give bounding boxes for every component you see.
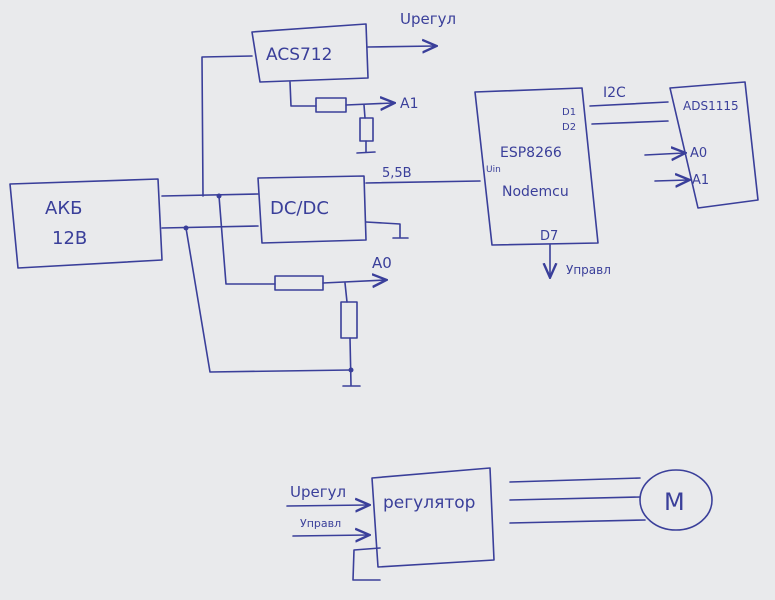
acs712-block: ACS712 Uрегул A1 [251,10,456,154]
acs712-label: ACS712 [266,45,332,65]
i2c-label: I2C [603,85,626,101]
resistor [340,301,358,339]
voltage-divider: A0 [274,254,392,387]
esp8266-label: ESP8266 [500,145,562,161]
a0-label: A0 [372,254,392,272]
battery-label: АКБ [45,198,82,219]
nodemcu-label: Nodemcu [502,184,569,200]
battery-voltage: 12В [52,228,87,249]
ads1115-label: ADS1115 [683,99,739,113]
motor: M [639,469,713,531]
pin-d7-label: D7 [540,229,558,244]
pin-d2-label: D2 [562,122,576,133]
pin-d1-label: D1 [562,107,576,118]
control-input-label: Управл [300,517,341,530]
pin-uin-label: Uin [486,165,501,175]
resistor [274,275,324,291]
u-reg-output-label: Uрегул [400,10,456,28]
ads-a0-label: A0 [690,146,707,161]
motor-label: M [664,488,685,516]
regulator-label: регулятор [383,493,475,513]
i2c-bus: I2C [589,85,669,125]
voltage-5v5-label: 5,5В [382,166,412,181]
battery-block: АКБ 12В [9,178,163,269]
a1-label: A1 [400,96,418,112]
resistor [315,97,347,113]
resistor [359,117,374,142]
dcdc-block: DC/DC 5,5В [257,166,481,244]
regulator-block: регулятор Uрегул Управл [286,467,646,581]
dcdc-label: DC/DC [270,198,329,219]
esp8266-block: D1 D2 ESP8266 Uin Nodemcu D7 Управл [474,87,611,277]
control-output-label: Управл [566,263,611,277]
ads1115-block: ADS1115 A0 A1 [644,81,759,209]
power-wiring [161,55,352,373]
ads-a1-label: A1 [692,173,709,188]
u-reg-input-label: Uрегул [290,483,346,501]
